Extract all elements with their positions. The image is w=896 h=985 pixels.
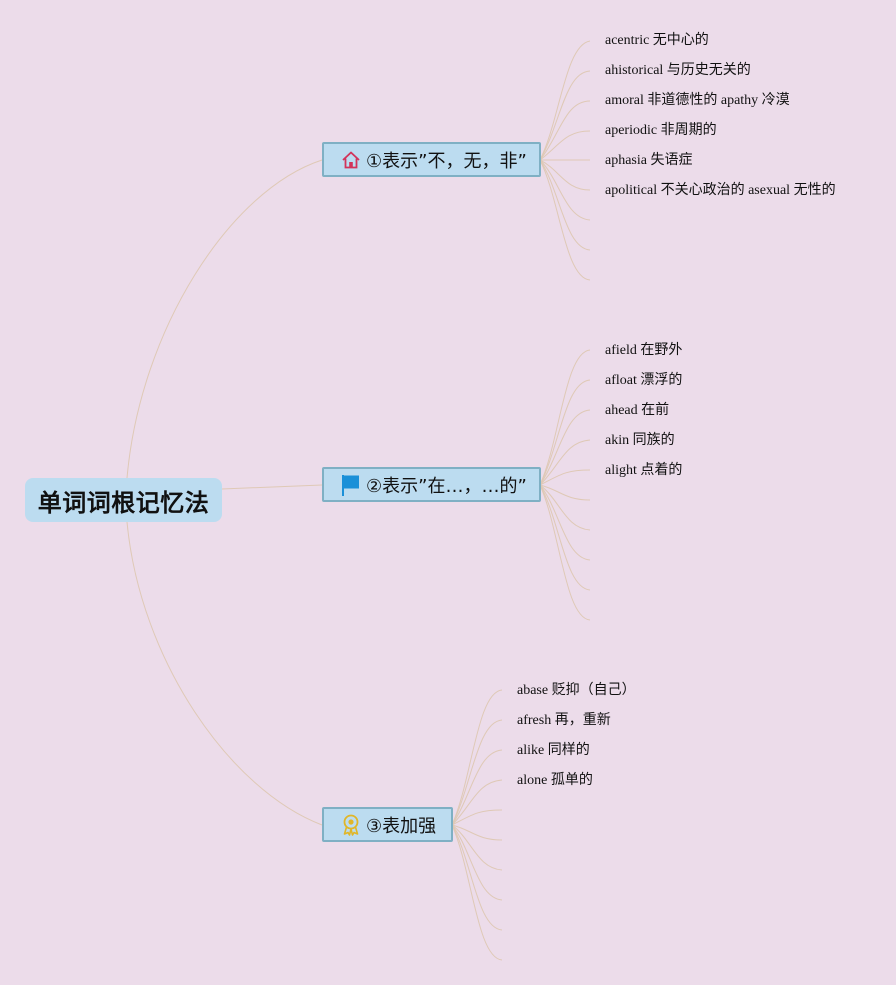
subtopic-item[interactable]: apolitical 不关心政治的 asexual 无性的: [605, 183, 836, 198]
branch-topic-location[interactable]: ②表示”在…，…的”: [322, 467, 541, 502]
root-topic-label: 单词词根记忆法: [37, 488, 210, 517]
branch-topic-label: ②表示”在…，…的”: [366, 475, 527, 497]
subtopic-item[interactable]: ahead 在前: [605, 403, 670, 418]
subtopic-item[interactable]: abase 贬抑（自己）: [517, 683, 636, 698]
branch-topic-intensifier[interactable]: ③表加强: [322, 807, 453, 842]
flag-icon: [340, 474, 362, 496]
subtopic-item[interactable]: alone 孤单的: [517, 773, 593, 788]
subtopic-item[interactable]: afield 在野外: [605, 343, 683, 358]
subtopic-item[interactable]: afresh 再，重新: [517, 713, 611, 728]
subtopic-item[interactable]: aphasia 失语症: [605, 153, 693, 168]
branch-topic-label: ①表示”不，无，非”: [366, 150, 527, 172]
subtopic-item[interactable]: acentric 无中心的: [605, 33, 709, 48]
subtopic-item[interactable]: ahistorical 与历史无关的: [605, 63, 751, 78]
subtopic-item[interactable]: akin 同族的: [605, 433, 675, 448]
subtopic-item[interactable]: afloat 漂浮的: [605, 373, 683, 388]
branch-topic-negation[interactable]: ①表示”不，无，非”: [322, 142, 541, 177]
subtopic-item[interactable]: alike 同样的: [517, 743, 590, 758]
root-topic[interactable]: 单词词根记忆法: [25, 478, 222, 522]
subtopic-item[interactable]: alight 点着的: [605, 463, 683, 478]
award-ribbon-icon: [340, 814, 362, 836]
branch-topic-label: ③表加强: [366, 815, 437, 837]
subtopic-item[interactable]: aperiodic 非周期的: [605, 123, 717, 138]
home-icon: [340, 149, 362, 171]
subtopic-item[interactable]: amoral 非道德性的 apathy 冷漠: [605, 93, 790, 108]
